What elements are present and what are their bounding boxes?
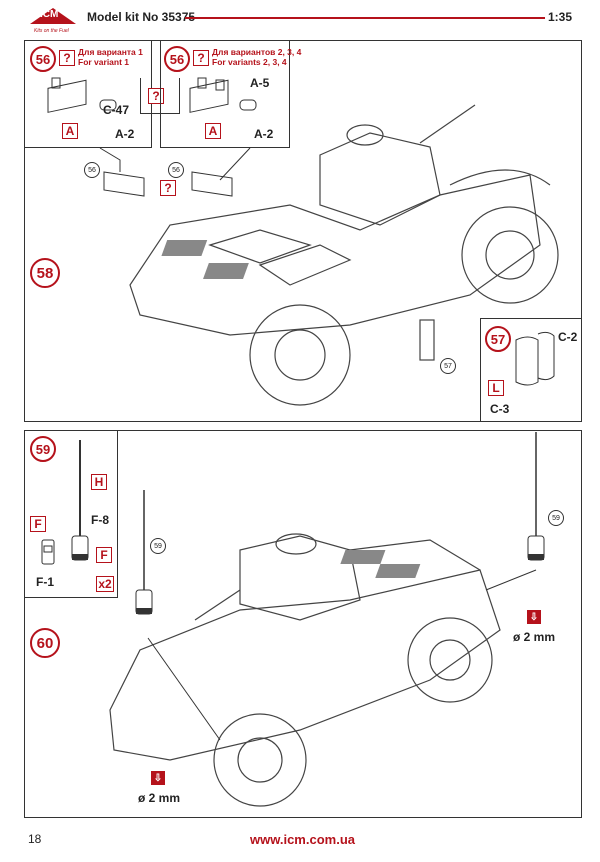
part-a5: A-5 (250, 76, 270, 90)
part-f1: F-1 (36, 575, 54, 589)
logo-text: ICM (40, 9, 59, 20)
part-c3: C-3 (490, 402, 510, 416)
ref-59-right: 59 (548, 510, 564, 526)
variant1-ru: Для варианта 1 (78, 47, 143, 57)
part-c2: C-2 (558, 330, 578, 344)
icm-logo: ICM Kits on the Fuel (28, 6, 78, 34)
callout-h: H (91, 474, 107, 490)
drill-label-right: ø 2 mm (513, 630, 556, 644)
part-antenna-f8 (71, 440, 89, 561)
leader-lines-56 (99, 147, 251, 181)
armored-car-illustration-bottom (109, 533, 537, 807)
part-base-f1 (41, 539, 55, 565)
variant1-en: For variant 1 (78, 57, 130, 67)
part-f8: F-8 (91, 513, 109, 527)
subpanel-56-variants234 (160, 40, 290, 148)
logo-shape (30, 8, 76, 24)
step-58: 58 (30, 258, 60, 288)
ref-56-left: 56 (84, 162, 100, 178)
part-a2-2: A-2 (254, 127, 274, 141)
part-plate-variant1 (47, 77, 117, 113)
drill-label-left: ø 2 mm (138, 791, 181, 805)
callout-f-right: F (96, 547, 112, 563)
multiplier-x2: x2 (96, 576, 114, 592)
model-kit-number: Model kit No 35375 (87, 10, 196, 24)
step-60: 60 (30, 628, 60, 658)
subpanel-57 (480, 318, 582, 422)
variant234-en: For variants 2, 3, 4 (212, 57, 287, 67)
antenna-left (135, 490, 153, 615)
callout-l: L (488, 380, 504, 396)
subpanel-59 (24, 430, 118, 598)
step-57: 57 (485, 326, 511, 352)
part-exhaust-halves (515, 331, 555, 386)
step-59: 59 (30, 436, 56, 462)
callout-a: A (62, 123, 78, 139)
header-rule (185, 17, 545, 19)
drill-icon-right: ⇩ (527, 610, 541, 624)
question-icon: ? (59, 50, 75, 66)
scale-label: 1:35 (548, 10, 573, 24)
ref-57: 57 (440, 358, 456, 374)
question-icon-2: ? (193, 50, 209, 66)
plate-small-left (103, 171, 145, 197)
panel-steps-59-60 (24, 430, 582, 818)
ref-59-left: 59 (150, 538, 166, 554)
ref-56-right: 56 (168, 162, 184, 178)
part-plate-variant234 (189, 77, 257, 113)
antenna-right (527, 432, 545, 561)
part-a2: A-2 (115, 127, 135, 141)
part-c47: C-47 (103, 103, 130, 117)
page-number: 18 (28, 832, 42, 846)
logo-tagline: Kits on the Fuel (34, 28, 69, 34)
step-56-variants234: 56 (164, 46, 190, 72)
callout-f-left: F (30, 516, 46, 532)
callout-a-2: A (205, 123, 221, 139)
question-icon-small: ? (160, 180, 176, 196)
plate-small-right (191, 171, 233, 197)
footer-url[interactable]: www.icm.com.ua (250, 832, 355, 847)
armored-car-illustration-top (129, 104, 559, 406)
variant234-ru: Для вариантов 2, 3, 4 (212, 47, 302, 57)
step-56-variant1: 56 (30, 46, 56, 72)
panel-steps-56-58 (24, 40, 582, 422)
drill-icon-left: ⇩ (151, 771, 165, 785)
